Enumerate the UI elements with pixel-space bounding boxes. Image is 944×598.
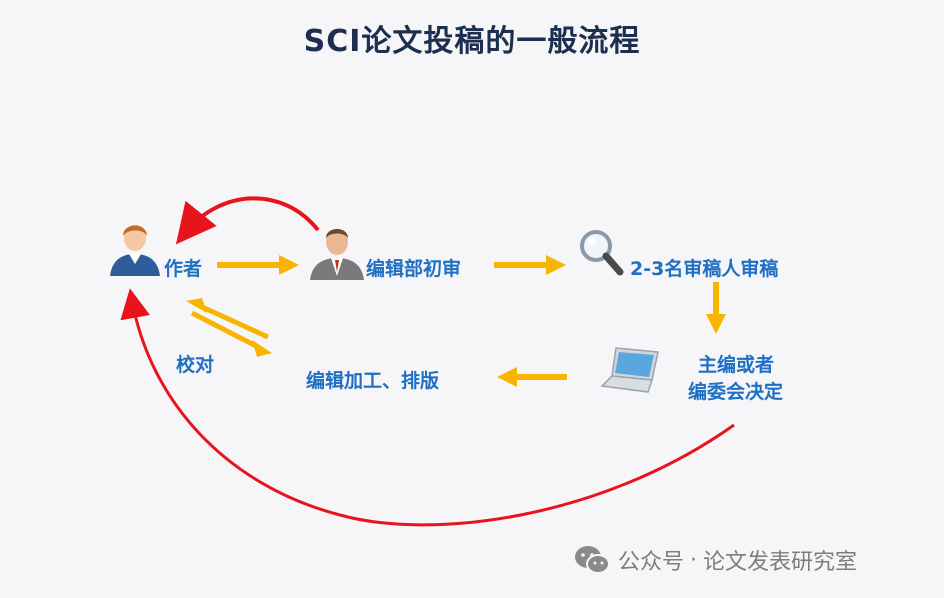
wechat-icon [575,546,610,574]
label-proofread: 校对 [176,354,215,376]
watermark-account: 论文发表研究室 [703,550,858,575]
label-editor-review: 编辑部初审 [366,258,462,280]
arrow-review-to-decision [706,282,726,334]
watermark-source: 公众号 [618,550,685,575]
label-production: 编辑加工、排版 [306,370,440,392]
businessman-icon [310,229,364,280]
laptop-icon [600,347,659,393]
label-decision-line2: 编委会决定 [688,381,784,403]
arrow-proof-out [190,310,272,357]
arrow-decision-to-production [497,367,567,387]
label-peer-review: 2-3名审稿人审稿 [630,258,779,280]
arrow-editor-to-review [494,255,566,275]
watermark-separator: · [690,547,698,573]
arrow-proof-back [186,298,270,340]
page-title: SCI论文投稿的一般流程 [303,24,641,59]
watermark: 公众号 · 论文发表研究室 [574,542,857,578]
return-arrow-top [175,196,320,245]
label-author: 作者 [164,258,203,280]
label-decision-line1: 主编或者 [698,354,775,376]
arrow-author-to-editor [217,255,299,275]
return-arrow-bottom [120,288,735,527]
magnifier-icon [580,230,624,276]
person-icon [110,225,160,276]
